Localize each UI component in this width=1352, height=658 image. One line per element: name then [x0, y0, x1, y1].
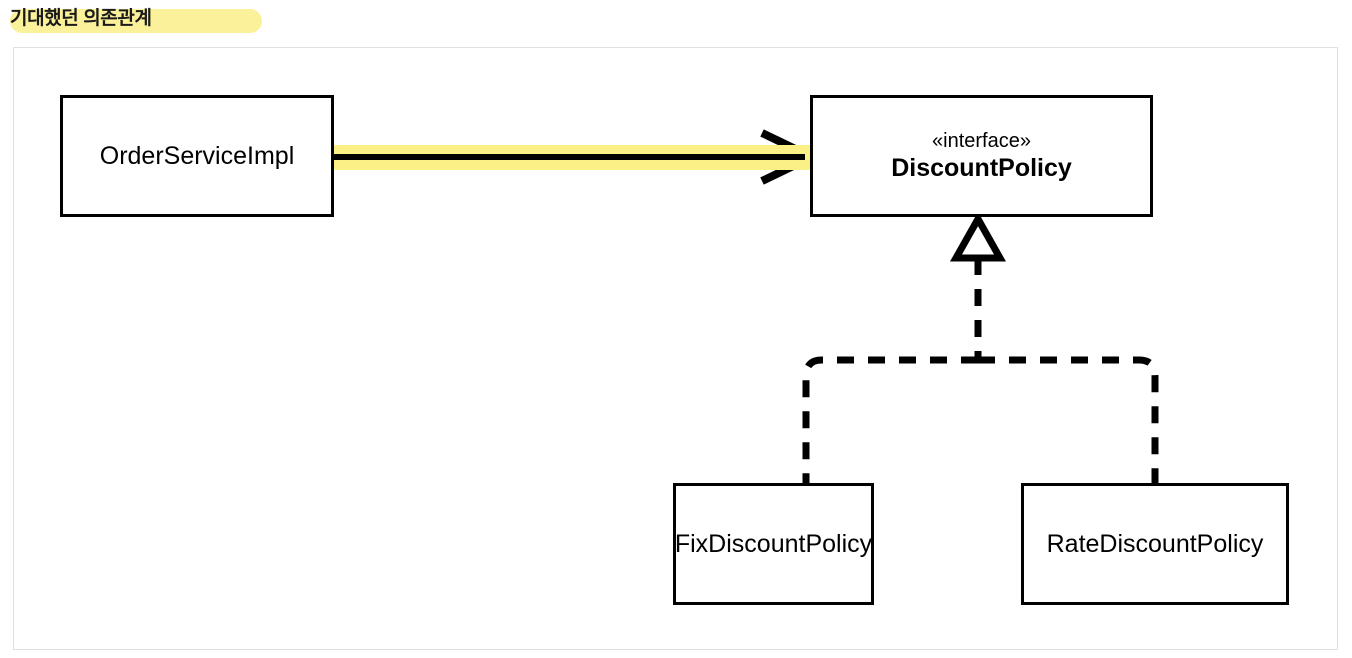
page-title-label: 기대했던 의존관계 [10, 8, 152, 29]
realization-branch-rate-dashed [978, 356, 1159, 483]
hollow-triangle-arrowhead [950, 211, 1006, 262]
uml-class-name: DiscountPolicy [891, 154, 1072, 182]
uml-class-rate-discount-policy[interactable]: RateDiscountPolicy [1021, 483, 1289, 605]
uml-class-order-service-impl[interactable]: OrderServiceImpl [60, 95, 334, 217]
dependency-line [333, 154, 805, 160]
uml-class-stereotype: «interface» [932, 130, 1031, 152]
page-title: 기대했던 의존관계 [8, 2, 262, 36]
uml-class-name: RateDiscountPolicy [1046, 529, 1264, 558]
title-highlight-marker [10, 9, 262, 33]
uml-class-name: OrderServiceImpl [99, 141, 295, 170]
uml-class-fix-discount-policy[interactable]: FixDiscountPolicy [673, 483, 874, 605]
uml-class-name: FixDiscountPolicy [674, 529, 873, 558]
realization-branch-fix-dashed [802, 356, 978, 483]
page-title-text-wrap: 기대했던 의존관계 [8, 3, 262, 35]
uml-class-discount-policy[interactable]: «interface» DiscountPolicy [810, 95, 1153, 217]
